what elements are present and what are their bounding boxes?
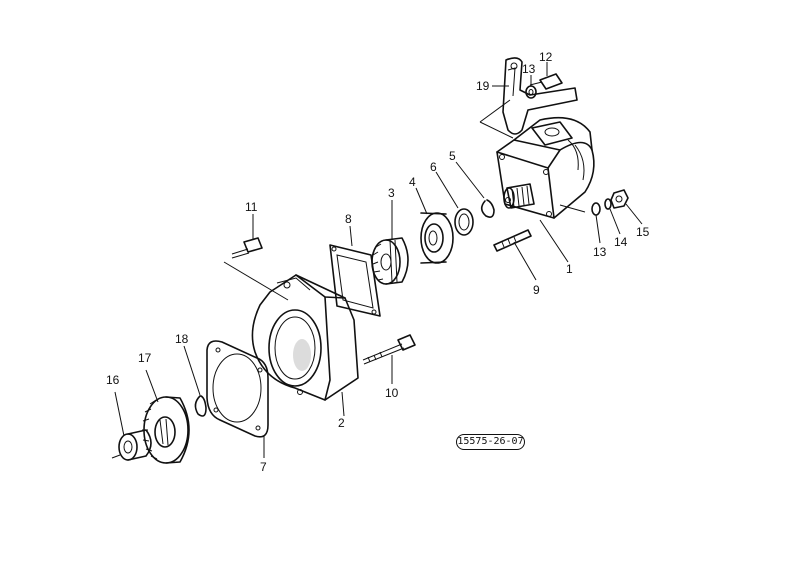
bearing-part-4 — [415, 187, 454, 264]
callout-16: 16 — [106, 373, 120, 387]
callout-11: 11 — [245, 200, 258, 214]
gear-housing-part-2 — [251, 274, 359, 417]
washer-part-13-upper — [525, 75, 537, 99]
nut-part-15 — [610, 189, 643, 225]
stud-part-9 — [493, 229, 537, 281]
callout-4: 4 — [409, 175, 416, 189]
reference-code-label: 15575-26-07 — [456, 434, 525, 450]
lock-washer-part-14 — [604, 198, 621, 235]
spacer-ring-part-6 — [435, 171, 474, 236]
callout-14: 14 — [614, 235, 628, 249]
snap-ring-part-5 — [455, 161, 495, 218]
callout-7: 7 — [260, 460, 267, 474]
callout-13-lower: 13 — [593, 245, 607, 259]
callout-18: 18 — [175, 332, 189, 346]
gasket-part-8 — [329, 225, 381, 317]
callout-2: 2 — [338, 416, 345, 430]
washer-part-13-lower — [591, 202, 601, 244]
callout-12: 12 — [539, 50, 553, 64]
callout-8: 8 — [345, 212, 352, 226]
driven-gear-part-17 — [142, 369, 190, 464]
callout-3: 3 — [388, 186, 395, 200]
callout-5: 5 — [449, 149, 456, 163]
callout-17: 17 — [138, 351, 152, 365]
bushing-part-16 — [111, 391, 152, 461]
retaining-ring-part-18 — [183, 345, 207, 417]
callout-1: 1 — [566, 262, 573, 276]
callout-6: 6 — [430, 160, 437, 174]
drive-gear-part-3 — [371, 200, 409, 285]
callout-10: 10 — [385, 386, 399, 400]
gasket-part-7 — [206, 340, 269, 458]
bolt-part-12 — [529, 62, 563, 90]
pump-body-part-1 — [496, 116, 595, 263]
bolt-part-10 — [362, 334, 416, 384]
callout-13-upper: 13 — [522, 62, 536, 76]
callout-19: 19 — [476, 79, 490, 93]
bolt-part-11 — [223, 214, 289, 301]
callout-9: 9 — [533, 283, 540, 297]
callout-15: 15 — [636, 225, 650, 239]
lever-bracket-part-19 — [479, 57, 578, 139]
